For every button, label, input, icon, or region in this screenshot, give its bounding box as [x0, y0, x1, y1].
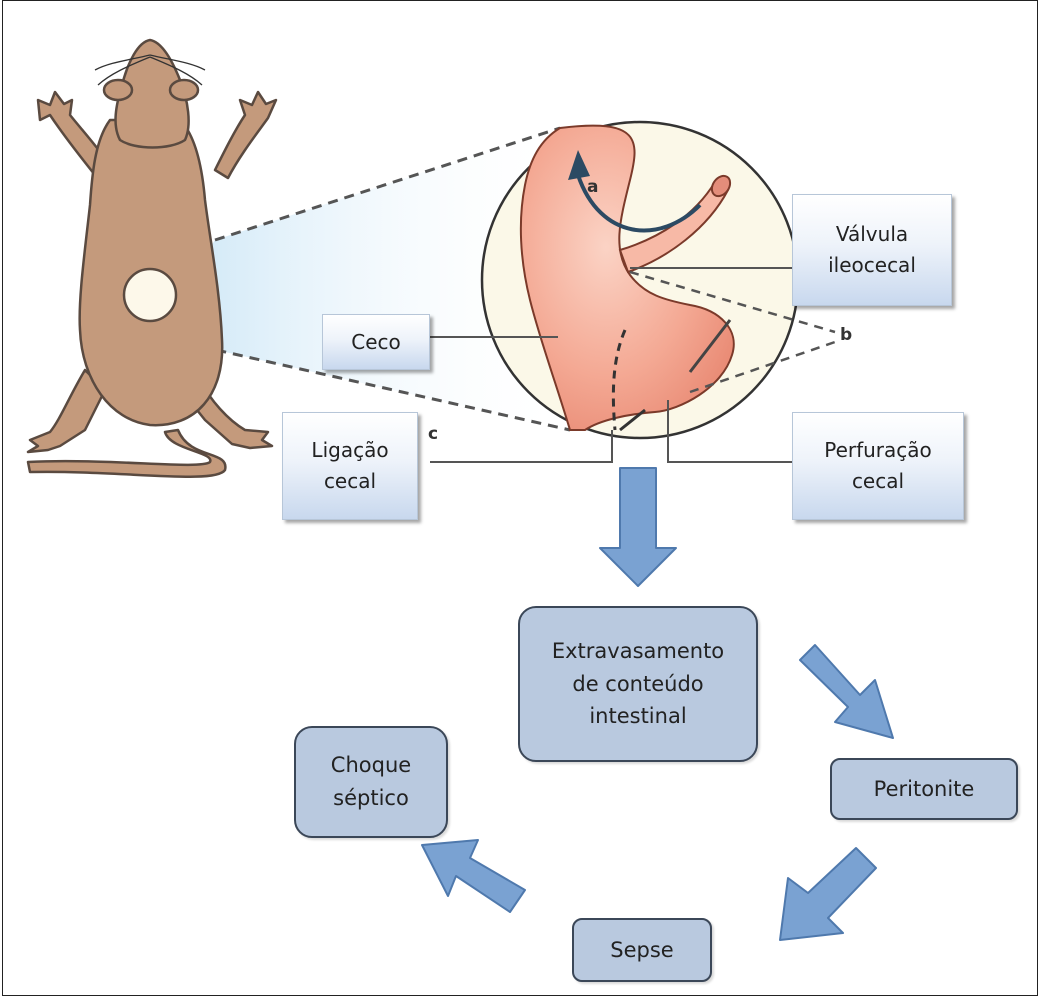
magnified-view — [482, 122, 798, 438]
arrow-to-choque — [422, 840, 525, 912]
ligacao-cecal-label: Ligação cecal — [282, 412, 418, 520]
arrow-to-peritonite — [800, 645, 893, 738]
sepse-box: Sepse — [572, 918, 712, 982]
letter-b: b — [840, 325, 852, 345]
arrow-to-sepse — [780, 848, 876, 940]
extravasamento-box: Extravasamento de conteúdo intestinal — [518, 606, 758, 762]
ceco-label: Ceco — [322, 314, 430, 370]
perfuracao-cecal-label: Perfuração cecal — [792, 412, 964, 520]
letter-a: a — [587, 177, 598, 197]
peritonite-box: Peritonite — [830, 758, 1018, 820]
arrow-down — [600, 468, 676, 586]
valvula-ileocecal-label: Válvula ileocecal — [792, 194, 952, 306]
letter-c: c — [428, 424, 438, 444]
choque-septico-box: Choque séptico — [294, 726, 448, 838]
